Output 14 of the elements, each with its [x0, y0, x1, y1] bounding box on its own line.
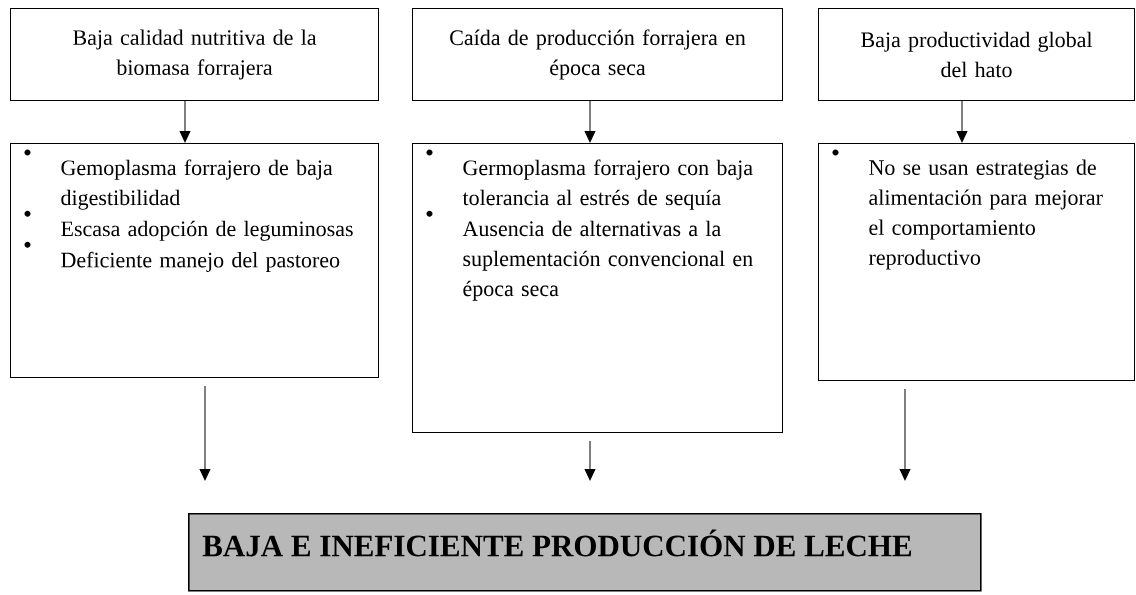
- cause-box: Gemoplasma forrajero de baja digestibilidad Escasa adopción de leguminosas Deficiente manejo del pastoreo: [10, 143, 379, 378]
- arrow: [899, 388, 911, 481]
- arrow: [179, 100, 191, 143]
- cause-box: No se usan estrategias de alimentación para mejorar el comportamiento reproductivo: [818, 143, 1135, 381]
- arrow: [584, 440, 596, 481]
- arrow: [584, 100, 596, 143]
- result-box: [188, 513, 982, 592]
- node-label: BAJA E INEFICIENTE PRODUCCIÓN DE LECHE: [202, 529, 912, 557]
- problem-box: Caída de producción forrajera en época seca: [412, 8, 783, 101]
- arrow: [956, 100, 968, 143]
- cause-box: Germoplasma forrajero con baja tolerancia al estrés de sequía Ausencia de alternativas a la suplementación convencional en época seca: [412, 143, 783, 433]
- problem-box: Baja calidad nutritiva de la biomasa forrajera: [10, 8, 379, 101]
- problem-box: Baja productividad global del hato: [818, 8, 1135, 101]
- arrow: [199, 385, 211, 481]
